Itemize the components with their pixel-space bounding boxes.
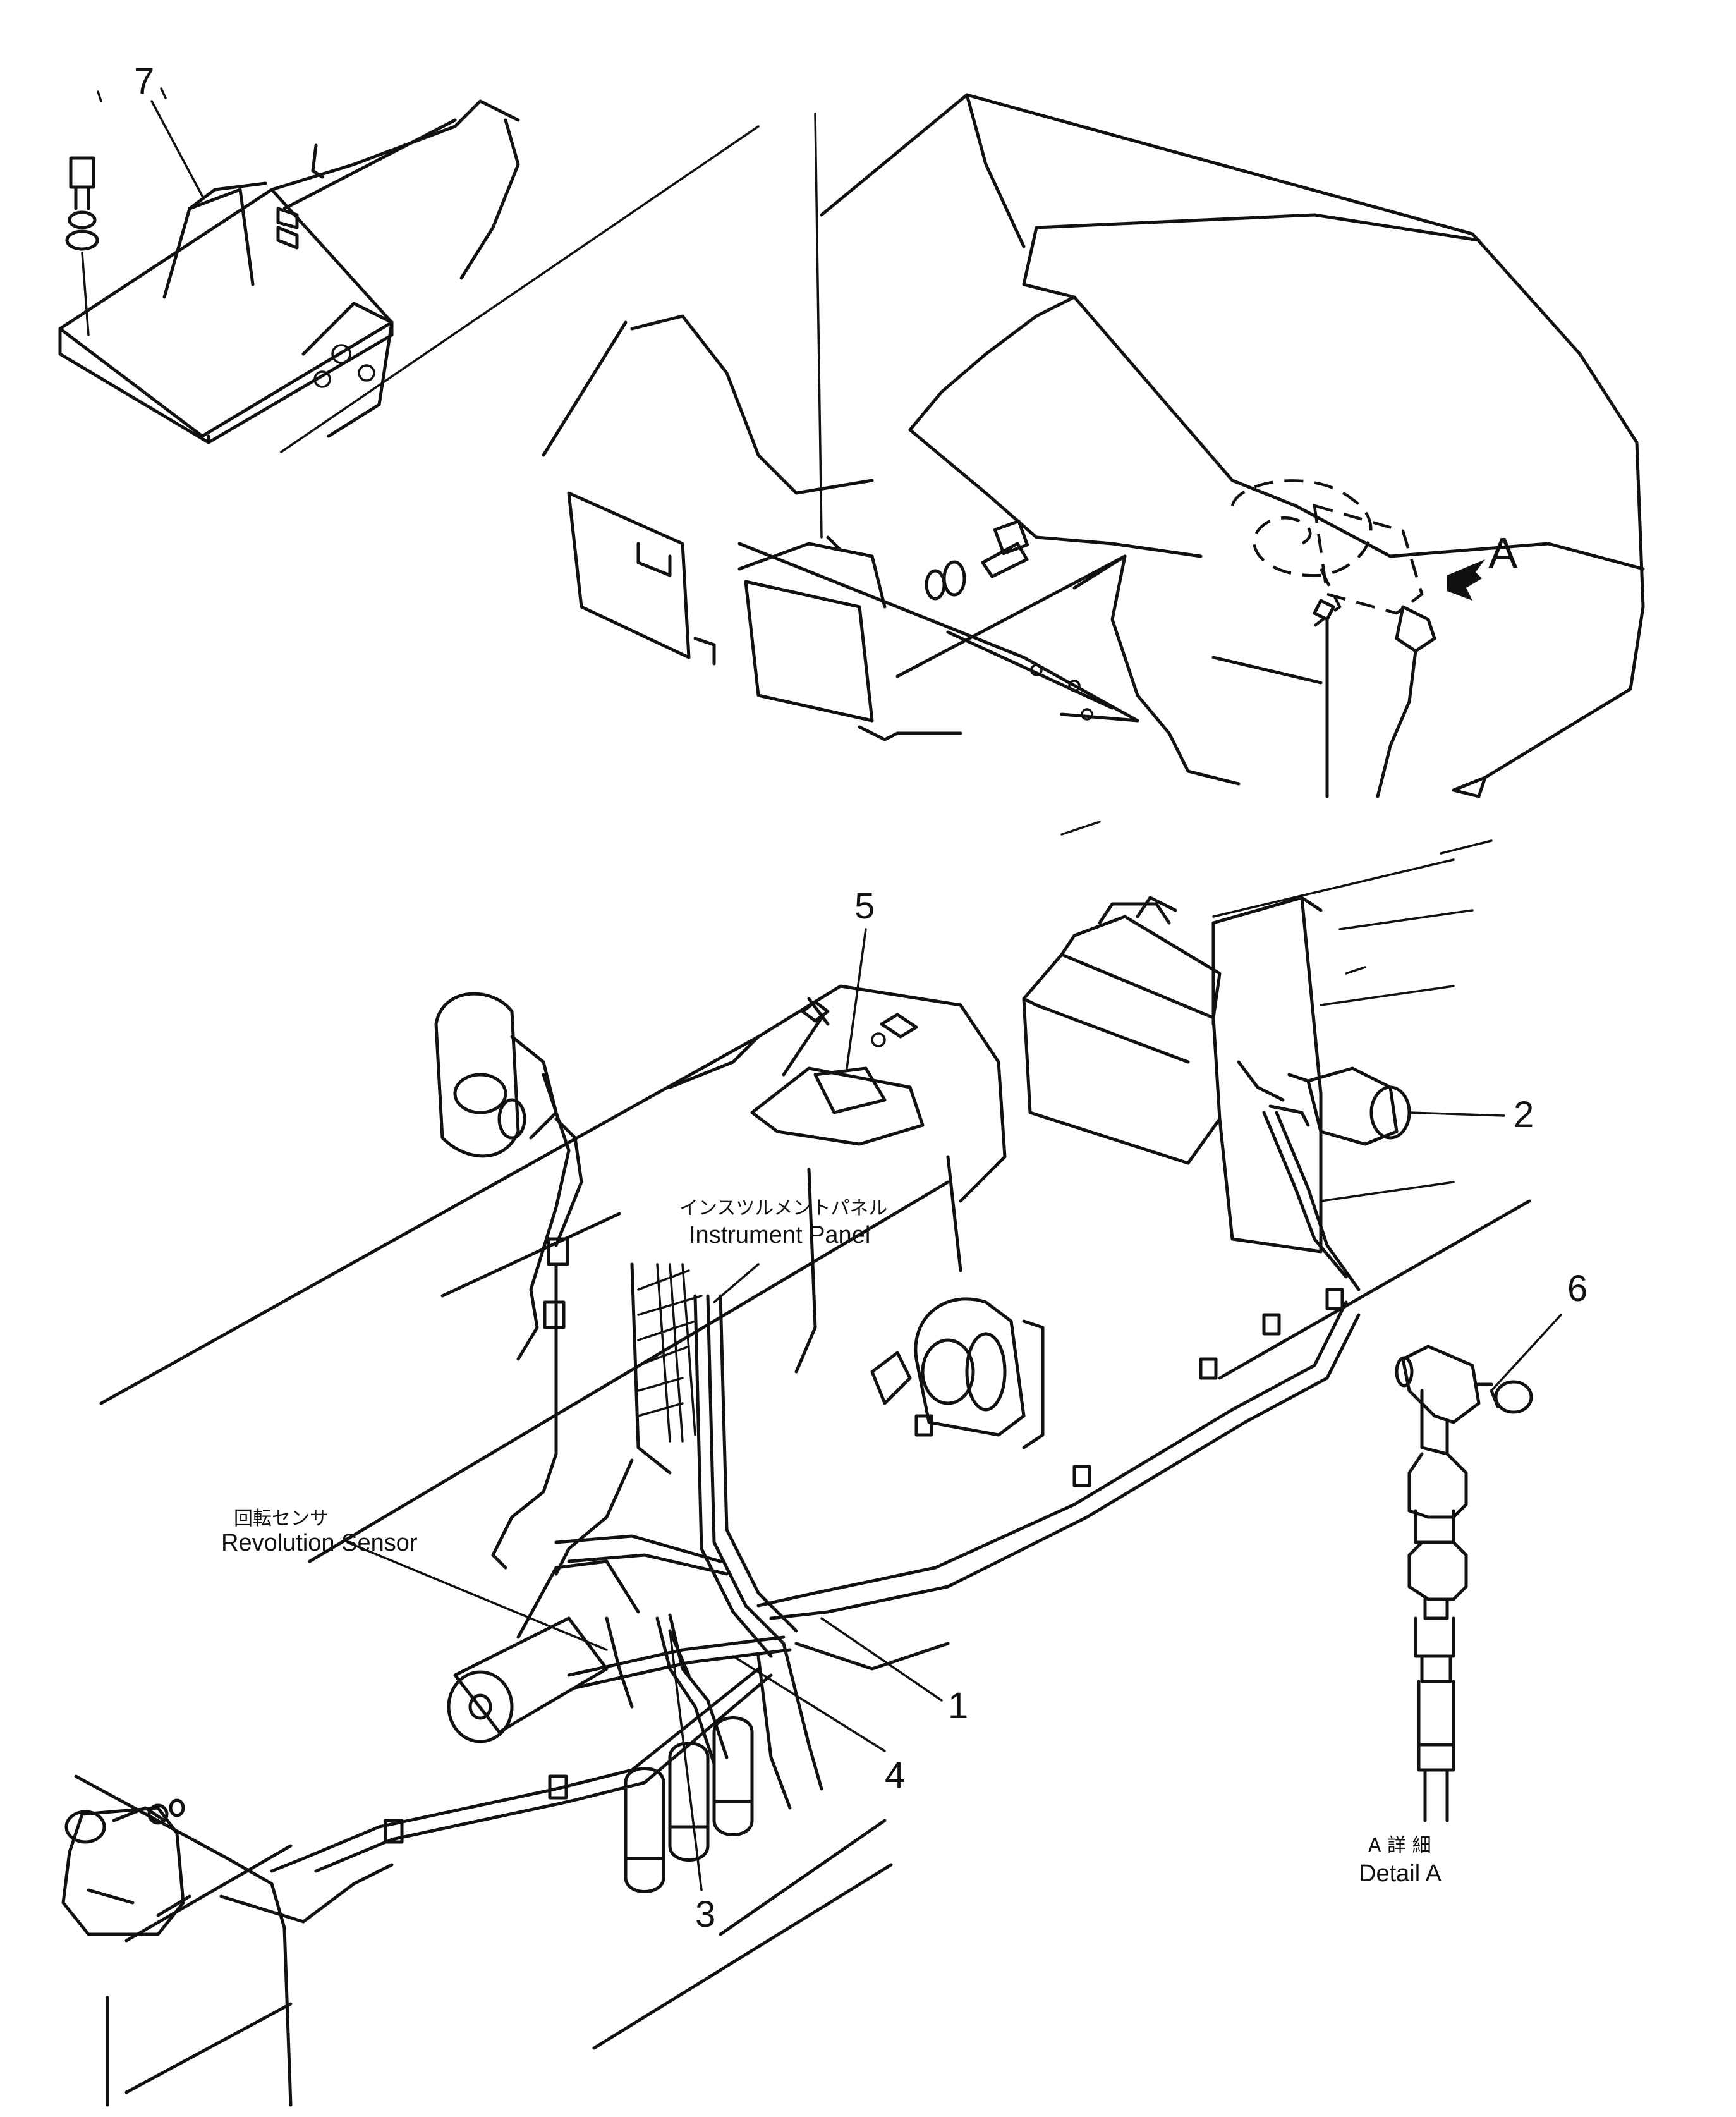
callout-view-a: A xyxy=(1488,528,1518,578)
detail-a-fittings xyxy=(1395,1345,1533,1822)
lower-left-body xyxy=(61,1774,293,2107)
machine-upper-body xyxy=(542,93,1645,798)
leader-7 xyxy=(150,100,203,197)
detail-a-label-en: Detail A xyxy=(1359,1860,1442,1887)
leader-1 xyxy=(820,1617,943,1702)
callout-6: 6 xyxy=(1567,1268,1588,1309)
bracket-assembly-7 xyxy=(58,87,520,444)
instrument-console xyxy=(99,984,1007,1563)
callout-4: 4 xyxy=(885,1755,906,1796)
revolution-sensor-label-jp: 回転センサ xyxy=(234,1508,329,1530)
leader-4 xyxy=(732,1655,886,1752)
wiring-harness xyxy=(219,1262,1361,1924)
leader-instrument-panel xyxy=(713,1263,760,1303)
leader-3 xyxy=(669,1630,703,1891)
callout-2: 2 xyxy=(1514,1094,1534,1135)
leader-2 xyxy=(1408,1111,1505,1117)
left-lamp-assembly xyxy=(434,992,583,1361)
revolution-sensor-label-en: Revolution Sensor xyxy=(221,1530,418,1556)
view-a-arrow xyxy=(1447,559,1485,601)
callout-5: 5 xyxy=(854,886,875,927)
starter-and-accumulators xyxy=(447,1559,792,1893)
assembly-guide-line xyxy=(280,125,760,453)
battery-and-relay xyxy=(1022,858,1474,1291)
leader-6 xyxy=(1490,1314,1562,1392)
instrument-panel-label-en: Instrument Panel xyxy=(689,1222,871,1248)
callout-3: 3 xyxy=(695,1894,716,1935)
assembly-guide-line xyxy=(814,113,823,539)
callout-7: 7 xyxy=(134,61,155,102)
detail-a-label-jp: A 詳 細 xyxy=(1368,1834,1431,1857)
leader-5 xyxy=(846,928,867,1070)
leader-lines xyxy=(150,100,1562,1891)
callout-1: 1 xyxy=(948,1685,969,1726)
instrument-panel-label-jp: インスツルメントパネル xyxy=(679,1197,888,1219)
right-lamp-assembly xyxy=(870,1297,1045,1449)
frame-edge-lines xyxy=(592,821,1531,2050)
leader-revolution-sensor xyxy=(346,1541,608,1651)
